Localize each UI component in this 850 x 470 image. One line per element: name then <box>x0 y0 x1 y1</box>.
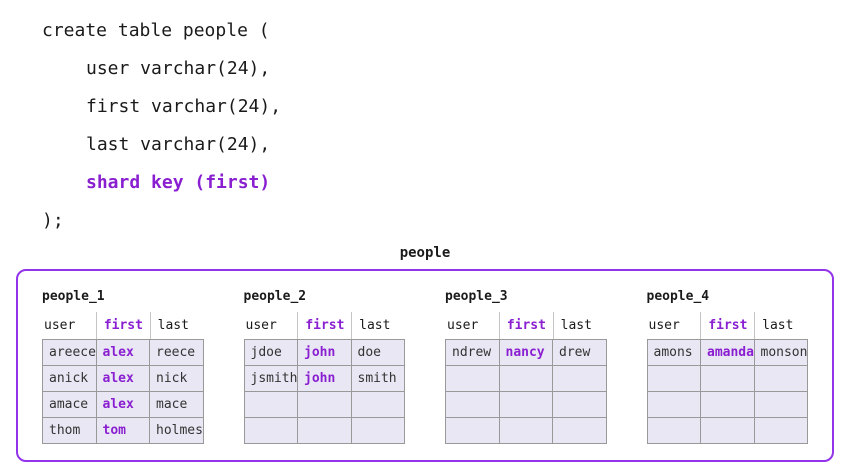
table-cell: drew <box>553 340 606 365</box>
table-cell <box>647 366 700 391</box>
table-cell <box>351 392 404 417</box>
table-cell: john <box>298 340 351 365</box>
table-cell <box>754 392 807 417</box>
table-cell <box>351 418 404 443</box>
table-cell <box>647 418 700 443</box>
table-cell <box>244 418 297 443</box>
table-cell <box>754 418 807 443</box>
column-header-first: first <box>297 312 351 339</box>
column-header-first: first <box>498 312 553 339</box>
table-cell: tom <box>96 418 149 443</box>
table-cell: smith <box>351 366 404 391</box>
column-header-last: last <box>351 312 405 339</box>
shard-title: people_3 <box>445 289 508 304</box>
code-line: last varchar(24), <box>86 134 271 155</box>
table-cell: amanda <box>701 340 754 365</box>
table-cell <box>499 392 552 417</box>
table-cell <box>446 418 499 443</box>
table-cell <box>647 392 700 417</box>
column-header-user: user <box>648 318 680 333</box>
table-cell: nancy <box>499 340 552 365</box>
table-cell: doe <box>351 340 404 365</box>
table-cell: thom <box>43 418 96 443</box>
sql-code-block: create table people ( user varchar(24), fi… <box>42 20 282 231</box>
code-line: ); <box>42 210 64 231</box>
table-cell <box>446 392 499 417</box>
table-cell <box>553 366 606 391</box>
table-cell <box>754 366 807 391</box>
table-cell: ndrew <box>446 340 499 365</box>
shard-title: people_4 <box>646 289 710 304</box>
table-cell <box>499 418 552 443</box>
table-cell <box>701 366 754 391</box>
table-cell: monson <box>754 340 807 365</box>
table-cell: john <box>298 366 351 391</box>
table-cell <box>244 392 297 417</box>
table-cell: alex <box>96 392 149 417</box>
column-header-user: user <box>245 318 277 333</box>
column-header-first: first <box>95 312 150 339</box>
table-cell: reece <box>150 340 203 365</box>
shard-title: people_2 <box>243 289 307 304</box>
code-line: user varchar(24), <box>86 58 271 79</box>
table-cell <box>446 366 499 391</box>
table-cell: amace <box>43 392 96 417</box>
column-header-last: last <box>552 312 607 339</box>
table-cell <box>553 418 606 443</box>
table-cell <box>298 392 351 417</box>
table-cell: anick <box>43 366 96 391</box>
table-cell <box>298 418 351 443</box>
diagram-title: people <box>399 245 451 261</box>
code-line-shard-key: shard key (first) <box>86 172 271 193</box>
column-header-user: user <box>447 318 479 333</box>
table-cell: alex <box>96 366 149 391</box>
table-cell <box>499 366 552 391</box>
table-cell: areece <box>43 340 96 365</box>
column-header-last: last <box>754 312 808 339</box>
table-cell: jsmith <box>244 366 297 391</box>
table-cell <box>701 418 754 443</box>
table-cell: nick <box>150 366 203 391</box>
code-line: first varchar(24), <box>86 96 282 117</box>
code-line: create table people ( <box>42 20 270 41</box>
table-cell <box>553 392 606 417</box>
column-header-last: last <box>149 312 204 339</box>
column-header-first: first <box>700 312 754 339</box>
column-header-user: user <box>44 318 76 333</box>
table-cell <box>701 392 754 417</box>
table-cell: jdoe <box>244 340 297 365</box>
table-cell: mace <box>150 392 203 417</box>
table-cell: alex <box>96 340 149 365</box>
table-cell: holmes <box>150 418 203 443</box>
shard-title: people_1 <box>42 289 105 304</box>
table-cell: amons <box>647 340 700 365</box>
